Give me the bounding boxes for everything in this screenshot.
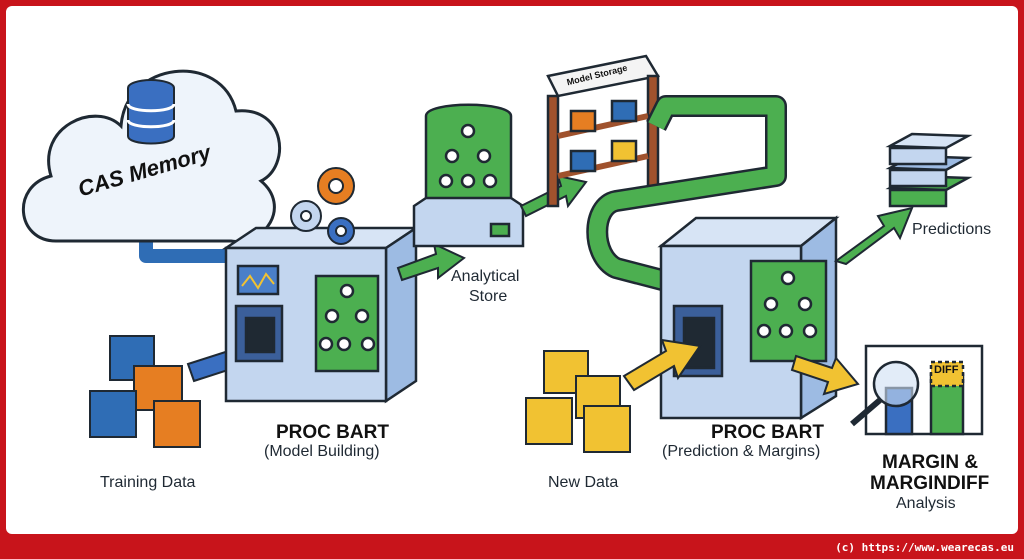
cas-memory-cloud bbox=[22, 69, 282, 243]
to-analysis-arrow bbox=[790, 354, 860, 396]
predictions-label: Predictions bbox=[912, 221, 992, 238]
analysis-line1: MARGIN & bbox=[882, 452, 979, 473]
build-subtitle: (Model Building) bbox=[264, 443, 380, 460]
store-label-line1: Analytical bbox=[451, 268, 520, 285]
gears-icon bbox=[290, 167, 355, 245]
to-store-arrow bbox=[396, 242, 466, 282]
diagram-canvas: CAS Memory Model Storage Training Data P… bbox=[6, 6, 1018, 534]
training-data-cubes bbox=[89, 335, 201, 448]
prediction-machine bbox=[657, 215, 840, 421]
build-title: PROC BART bbox=[276, 422, 389, 443]
copyright-credit: (c) https://www.wearecas.eu bbox=[835, 541, 1014, 554]
store-label-line2: Store bbox=[469, 288, 508, 305]
predict-subtitle: (Prediction & Margins) bbox=[662, 443, 821, 460]
new-data-cubes bbox=[525, 350, 631, 453]
build-machine bbox=[221, 225, 421, 404]
predict-title: PROC BART bbox=[711, 422, 824, 443]
analysis-line2: MARGINDIFF bbox=[870, 473, 990, 494]
predictions-stack-icon bbox=[885, 132, 973, 208]
to-predictions-arrow bbox=[833, 206, 914, 266]
model-storage-shelf bbox=[546, 54, 660, 208]
analysis-line3: Analysis bbox=[896, 495, 956, 512]
new-data-arrow bbox=[622, 338, 702, 392]
database-icon bbox=[126, 79, 176, 145]
analysis-chart-icon bbox=[850, 344, 984, 436]
new-data-label: New Data bbox=[548, 474, 619, 491]
diagram-svg bbox=[22, 54, 984, 453]
analytical-store bbox=[412, 103, 525, 248]
training-data-label: Training Data bbox=[100, 474, 196, 491]
diff-tag: DIFF bbox=[934, 364, 959, 376]
